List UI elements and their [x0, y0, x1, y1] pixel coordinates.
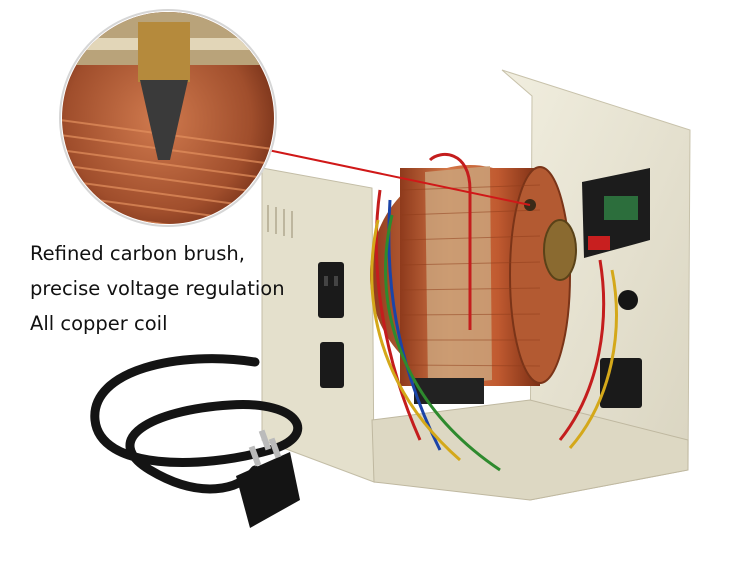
- power-cord: [90, 354, 303, 494]
- caption-line-copper-coil: All copper coil: [30, 312, 168, 335]
- vent-slots: [267, 205, 293, 238]
- wiring: [370, 153, 618, 472]
- caption-line-voltage-regulation: precise voltage regulation: [30, 277, 285, 300]
- magnified-carbon-brush-icon: [59, 9, 277, 227]
- callout-pointer-line: [267, 149, 531, 206]
- feature-caption: Refined carbon brush, precise voltage re…: [30, 236, 330, 341]
- caption-line-carbon-brush: Refined carbon brush,: [30, 242, 245, 265]
- voltmeter-box: [582, 168, 650, 310]
- rocker-switch: [320, 342, 344, 388]
- copper-coil: [370, 165, 577, 404]
- regulator-hub: [543, 219, 577, 281]
- housing-base-plate: [371, 399, 689, 501]
- power-plug-icon: [236, 429, 300, 528]
